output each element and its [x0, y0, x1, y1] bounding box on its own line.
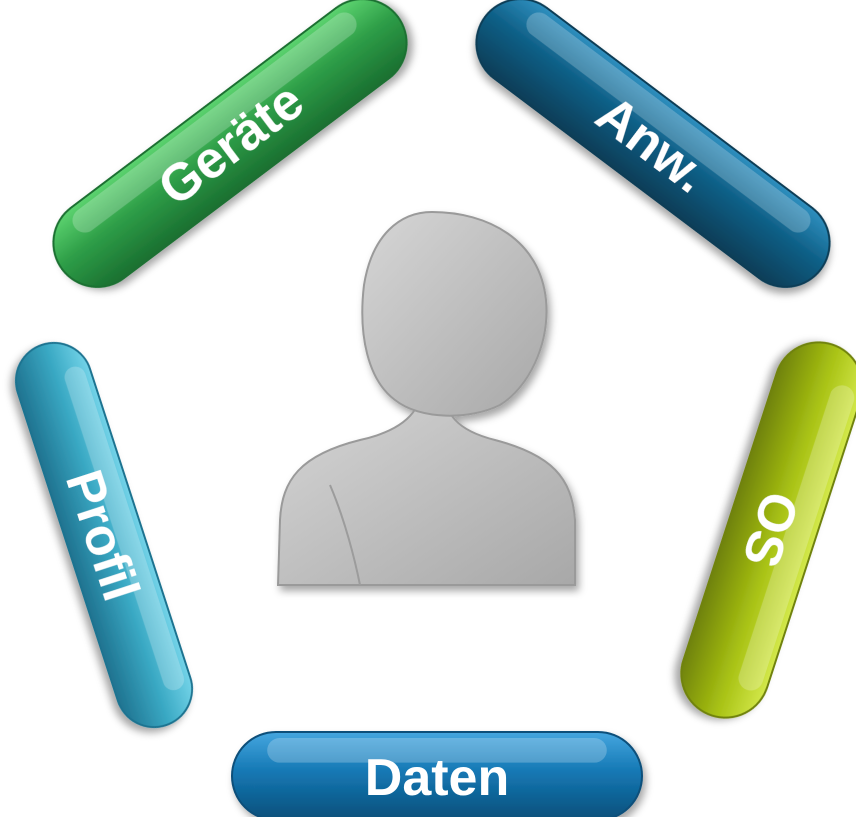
segment-anw-pill — [475, 0, 831, 288]
segment-os: OS — [680, 341, 856, 719]
segment-profil-gloss — [64, 366, 185, 691]
segment-geraete: Geräte — [52, 0, 408, 288]
segment-daten-gloss — [267, 738, 607, 763]
segment-os-gloss — [738, 385, 855, 691]
segment-anw-gloss — [526, 12, 811, 233]
user-collar-shading — [329, 484, 361, 586]
user-silhouette-icon — [276, 210, 576, 586]
segment-geraete-pill — [52, 0, 408, 288]
segment-geraete-gloss — [72, 12, 357, 233]
segment-profil: Profil — [14, 341, 194, 729]
user-head — [361, 210, 548, 417]
segment-daten-label: Daten — [365, 749, 509, 807]
segment-daten: Daten — [231, 731, 643, 817]
user-body — [276, 391, 576, 586]
